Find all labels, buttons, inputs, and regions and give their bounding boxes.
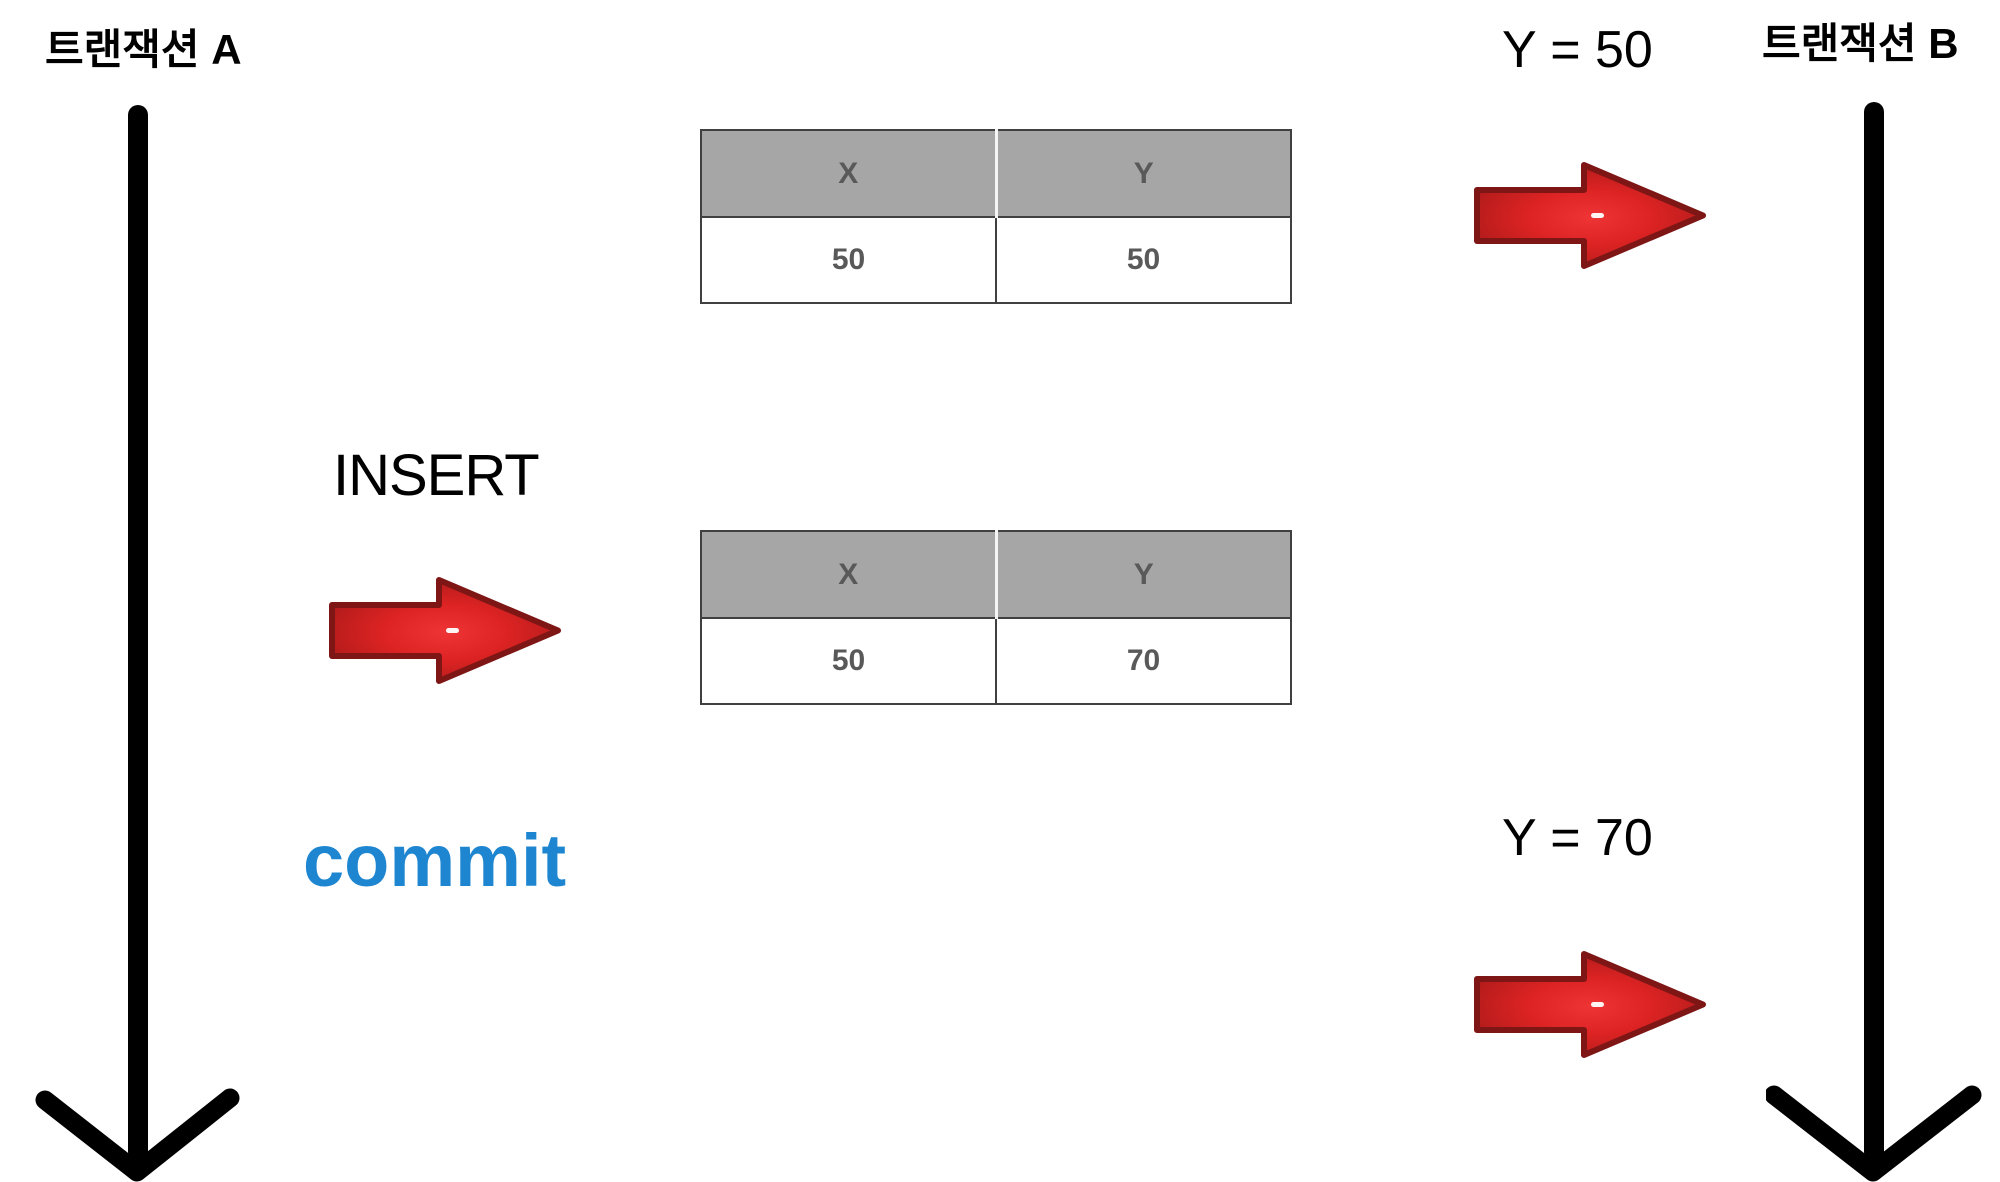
- table-row: 50 50: [701, 217, 1291, 303]
- insert-label: INSERT: [333, 443, 540, 508]
- cell-x-value: 50: [701, 217, 996, 303]
- cell-y-value-changed: 70: [995, 618, 1291, 704]
- timeline-arrow-a: [35, 105, 240, 1182]
- column-header-y: Y: [994, 531, 1291, 619]
- column-header-x: X: [701, 531, 996, 619]
- commit-label: commit: [303, 819, 567, 902]
- transaction-a-label: 트랜잭션 A: [45, 26, 242, 73]
- column-header-x: X: [701, 130, 996, 218]
- column-header-y: Y: [994, 130, 1291, 218]
- read-after-label: Y = 70: [1502, 809, 1653, 867]
- table-row: 50 70: [701, 618, 1291, 704]
- read-after-red-arrow-icon: [1472, 947, 1708, 1062]
- cell-x-value: 50: [701, 618, 996, 704]
- insert-red-arrow-icon: [327, 573, 563, 688]
- read-before-label: Y = 50: [1502, 21, 1653, 79]
- table-before: X Y 50 50: [700, 129, 1292, 304]
- read-before-red-arrow-icon: [1472, 158, 1708, 273]
- cell-y-value: 50: [995, 217, 1291, 303]
- table-after: X Y 50 70: [700, 530, 1292, 705]
- transaction-b-label: 트랜잭션 B: [1762, 20, 1959, 67]
- timeline-arrow-b: [1766, 102, 1982, 1182]
